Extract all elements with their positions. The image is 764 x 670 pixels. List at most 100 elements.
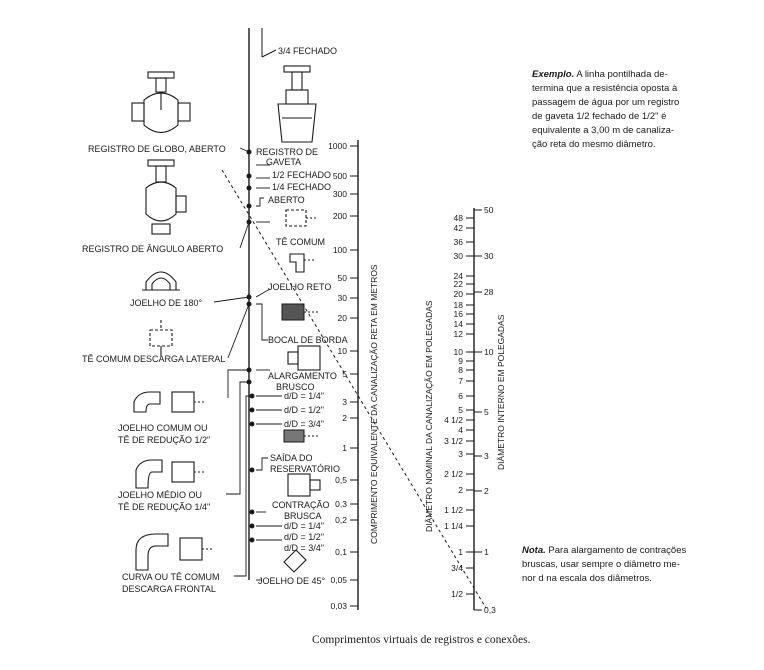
nominal-scale-8-label: 16	[454, 309, 464, 319]
label-three-quarter-closed: 3/4 FECHADO	[278, 46, 337, 56]
internal-scale-8-label: 0,3	[484, 605, 496, 615]
label-contraction-1: CONTRAÇÃO	[272, 500, 330, 510]
nominal-scale-16-label: 5	[458, 405, 463, 415]
elbow-45-icon	[283, 549, 307, 573]
length-scale-3-label: 200	[333, 211, 347, 221]
example-dotted-line	[221, 169, 487, 609]
nominal-scale-13-label: 8	[458, 365, 463, 375]
bottom-note: Nota. Para alargamento de contrações bru…	[522, 545, 687, 584]
nominal-scale-9-label: 14	[454, 319, 464, 329]
length-scale-17-label: 0,05	[330, 575, 347, 585]
label-curve-1: CURVA OU TÊ COMUM	[122, 572, 220, 582]
label-elbow-common-1: JOELHO COMUM OU	[118, 423, 208, 433]
border-nozzle-icon	[281, 303, 318, 321]
nominal-scale-15-label: 6	[458, 391, 463, 401]
length-scale-14-label: 0,3	[335, 499, 347, 509]
label-curve-2: DESCARGA FRONTAL	[122, 584, 216, 594]
curve-frontal-icon	[135, 533, 214, 571]
length-scale-0-label: 1000	[328, 141, 347, 151]
label-open: ABERTO	[268, 195, 305, 205]
elbow-common-icon	[133, 391, 206, 413]
label-elbow-medium-1: JOELHO MÉDIO OU	[118, 490, 202, 500]
nominal-scale-1-label: 42	[454, 223, 464, 233]
label-elbow-straight: JOELHO RETO	[268, 282, 331, 292]
label-elbow-common-2: TÊ DE REDUÇÃO 1/2"	[118, 435, 210, 445]
label-half-closed: 1/2 FECHADO	[272, 170, 331, 180]
length-scale-4-label: 100	[333, 245, 347, 255]
length-scale-7-label: 20	[338, 313, 348, 323]
nominal-scale-10-label: 12	[454, 329, 464, 339]
label-globe-valve: REGISTRO DE GLOBO, ABERTO	[88, 144, 226, 154]
label-angle-valve: REGISTRO DE ÂNGULO ABERTO	[82, 244, 223, 254]
length-scale-6-label: 30	[338, 293, 348, 303]
axis-title-length: COMPRIMENTO EQUIVALENTE DA CANALIZAÇÃO R…	[369, 264, 379, 544]
length-scale-11-label: 2	[342, 413, 347, 423]
length-scale-1-label: 500	[333, 171, 347, 181]
nominal-scale-4-label: 24	[454, 271, 464, 281]
length-scale-15-label: 0,2	[335, 515, 347, 525]
nominal-scale-17-label: 4 1/2	[444, 415, 463, 425]
nominal-scale-3-label: 30	[454, 251, 464, 261]
length-scale-5-label: 50	[338, 273, 348, 283]
label-quarter-closed: 1/4 FECHADO	[272, 182, 331, 192]
nominal-scale-14-label: 7	[458, 376, 463, 386]
internal-scale-6-label: 2	[484, 486, 489, 496]
axis-title-nominal: DIÂMETRO NOMINAL DA CANALIZAÇÃO EM POLEG…	[424, 300, 434, 532]
label-dd-quarter-a: d/D = 1/4"	[284, 391, 324, 401]
label-elbow-45: JOELHO DE 45°	[258, 576, 326, 586]
nominal-scale-6-label: 20	[454, 289, 464, 299]
length-scale-2-label: 300	[333, 189, 347, 199]
length-scale-13-label: 0,5	[335, 475, 347, 485]
tee-common-icon	[285, 209, 318, 227]
label-reservoir-outlet-2: RESERVATÓRIO	[270, 464, 340, 474]
sudden-enlargement-icon	[287, 345, 321, 371]
example-note-label: Exemplo.	[532, 69, 575, 80]
nominal-scale-22-label: 2	[458, 485, 463, 495]
nominal-scale-11-label: 10	[454, 347, 464, 357]
internal-scale-2-label: 28	[484, 287, 494, 297]
label-dd-quarter-b: d/D = 1/4"	[284, 521, 324, 531]
nominal-scale-5-label: 22	[454, 279, 464, 289]
nominal-scale-19-label: 3 1/2	[444, 436, 463, 446]
nominal-scale-7-label: 18	[454, 300, 464, 310]
elbow-straight-icon	[289, 253, 316, 273]
nominal-scale-26-label: 3/4	[451, 563, 463, 573]
internal-scale-7-label: 1	[484, 547, 489, 557]
label-tee-common: TÊ COMUM	[276, 237, 325, 247]
label-dd-half-b: d/D = 1/2"	[284, 532, 324, 542]
figure-caption: Comprimentos virtuais de registros e con…	[312, 634, 531, 646]
tee-lateral-icon	[149, 320, 173, 356]
label-elbow-180: JOELHO DE 180°	[130, 298, 203, 308]
elbow-180-icon	[142, 271, 180, 291]
nominal-scale-18-label: 4	[458, 425, 463, 435]
nominal-scale-25-label: 1	[458, 547, 463, 557]
label-dd-half-a: d/D = 1/2"	[284, 405, 324, 415]
length-scale-9-label: 5	[342, 369, 347, 379]
nominal-scale-27-label: 1/2	[451, 589, 463, 599]
nominal-scale-21-label: 2 1/2	[444, 469, 463, 479]
gate-valve-icon	[277, 65, 317, 143]
example-note: Exemplo. A linha pontilhada de- termina …	[532, 69, 680, 150]
angle-valve-icon	[145, 159, 187, 235]
globe-valve-icon	[131, 71, 191, 134]
length-scale-ticks: 10005003002001005030201053210,50,30,20,1…	[328, 141, 358, 611]
nominal-scale-23-label: 1 1/2	[444, 505, 463, 515]
internal-scale-1-label: 30	[484, 251, 494, 261]
length-scale-18-label: 0,03	[330, 601, 347, 611]
fitting-leader-lines	[213, 147, 282, 581]
nominal-scale-2-label: 36	[454, 237, 464, 247]
nominal-scale-20-label: 3	[458, 449, 463, 459]
internal-scale-0-label: 50	[484, 205, 494, 215]
label-elbow-medium-2: TÊ DE REDUÇÃO 1/4"	[118, 502, 210, 512]
label-dd-three-quarter-a: d/D = 3/4"	[284, 419, 324, 429]
internal-scale-3-label: 10	[484, 347, 494, 357]
length-scale-16-label: 0,1	[335, 547, 347, 557]
label-gate-valve-2: GAVETA	[266, 157, 301, 167]
fitting-reference-dots	[246, 149, 255, 543]
length-scale-8-label: 10	[338, 346, 348, 356]
length-scale-10-label: 3	[342, 397, 347, 407]
internal-scale-5-label: 3	[484, 451, 489, 461]
sudden-contraction-icon	[287, 473, 321, 497]
